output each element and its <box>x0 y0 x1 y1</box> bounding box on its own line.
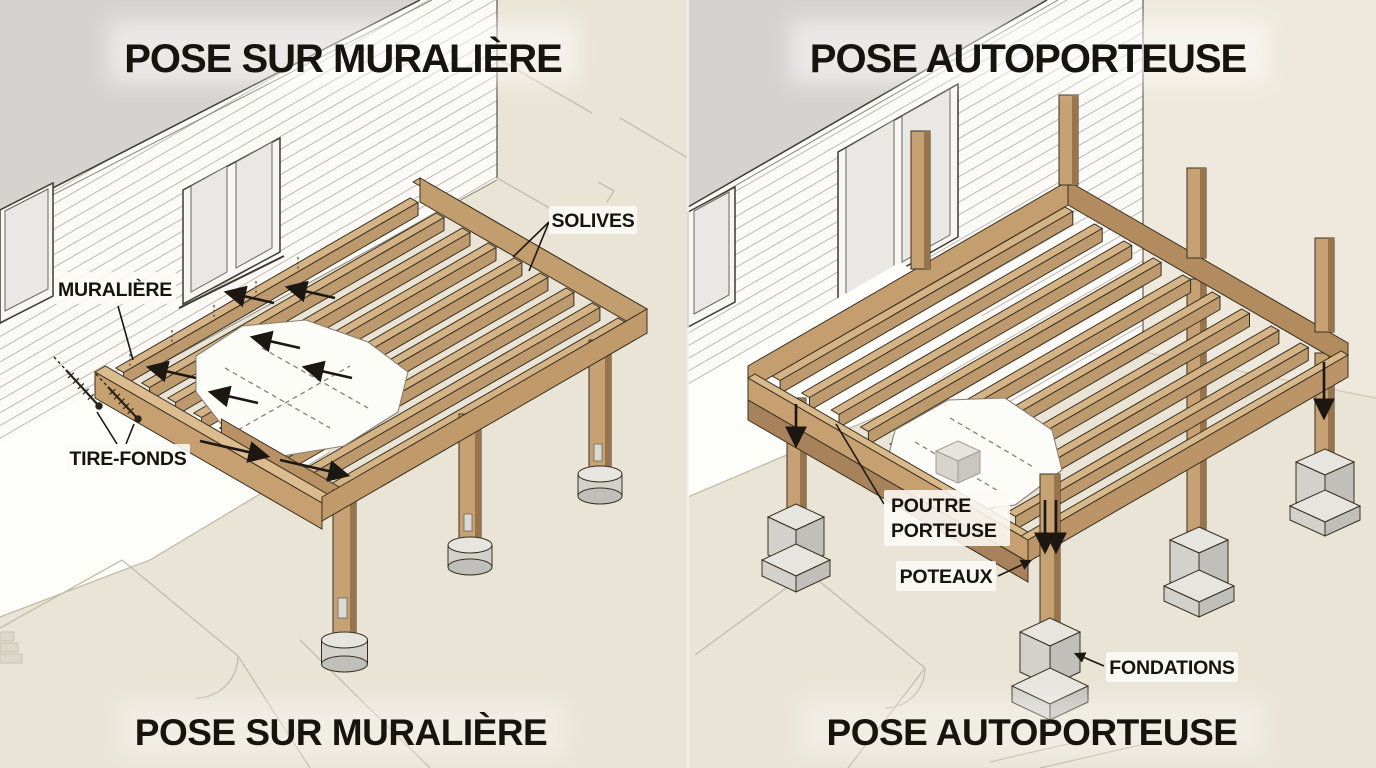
title-scrim <box>120 700 565 758</box>
label-poutre-porteuse-line1: POUTRE <box>891 495 971 517</box>
label-bg <box>66 444 190 472</box>
right-panel-title-bottom: POSE AUTOPORTEUSE <box>827 712 1238 753</box>
railing-post <box>910 130 931 270</box>
label-bg <box>549 206 637 234</box>
left-panel-title-top: POSE SUR MURALIÈRE <box>124 36 562 81</box>
leader-line <box>997 559 1033 577</box>
title-scrim <box>790 20 1268 84</box>
label-muraliere: MURALIÈRE <box>58 278 172 301</box>
lag-screw-icon <box>53 356 103 410</box>
label-bg <box>884 490 1010 546</box>
railing-post <box>1058 94 1079 186</box>
concrete-footing-round <box>577 465 623 505</box>
joist-direction-arrows <box>145 280 353 482</box>
right-panel: POUTRE PORTEUSE POTEAUX FONDATIONS POSE … <box>687 0 1376 768</box>
joist-arrow-icon <box>207 385 259 408</box>
window <box>687 185 736 329</box>
right-deck <box>747 94 1349 721</box>
railing-post <box>1314 237 1335 333</box>
concrete-footing-square <box>760 503 832 593</box>
post-connector <box>337 597 348 619</box>
joist <box>296 302 601 492</box>
right-annotations: POUTRE PORTEUSE POTEAUX FONDATIONS <box>835 423 1238 682</box>
window <box>0 181 54 324</box>
leader-line <box>835 423 885 505</box>
joist-fastener-marks <box>129 257 299 367</box>
leader-line <box>117 305 134 361</box>
rim-board <box>1027 354 1349 563</box>
hidden-pier-ghost <box>934 440 982 484</box>
lag-screw-icon <box>95 373 142 423</box>
label-poteaux: POTEAUX <box>900 566 993 588</box>
concrete-footing-square <box>1162 526 1236 618</box>
label-bg <box>1106 652 1238 682</box>
joist <box>830 240 1133 429</box>
beam-arrow-icon <box>279 458 351 482</box>
left-panel-title-bottom: POSE SUR MURALIÈRE <box>135 712 547 753</box>
joist-arrow-icon <box>249 330 301 353</box>
beam-arrow-icon <box>199 439 271 463</box>
leader-line <box>96 411 118 445</box>
leader-line <box>125 423 135 445</box>
left-annotations: MURALIÈRE TIRE-FONDS SOLIVES <box>54 206 637 472</box>
load-arrows <box>784 362 1336 555</box>
window <box>178 136 285 309</box>
concrete-footing-round <box>447 536 493 576</box>
label-bg <box>54 272 176 304</box>
concrete-footing-round <box>321 631 368 673</box>
label-poutre-porteuse-line2: PORTEUSE <box>891 520 997 542</box>
cutaway-patch <box>195 319 409 457</box>
joist-arrow-icon <box>223 285 275 308</box>
joist <box>800 223 1104 412</box>
leader-line <box>1073 652 1105 667</box>
joist <box>114 197 420 387</box>
joist-arrow-icon <box>301 360 353 383</box>
leader-line <box>512 221 550 258</box>
front-rim-board <box>321 308 648 522</box>
joist-arrow-icon <box>284 280 336 303</box>
concrete-footing-square <box>1288 448 1362 537</box>
label-bg <box>896 561 996 591</box>
post-connector <box>593 443 603 462</box>
left-house <box>0 0 498 453</box>
title-scrim <box>800 698 1265 756</box>
label-tire-fonds: TIRE-FONDS <box>69 448 186 470</box>
left-deck <box>93 177 648 673</box>
label-fondations: FONDATIONS <box>1109 657 1235 679</box>
left-panel: MURALIÈRE TIRE-FONDS SOLIVES POSE SUR MU… <box>0 0 689 768</box>
label-solives: SOLIVES <box>551 210 634 232</box>
joist-arrow-icon <box>145 360 197 383</box>
title-scrim <box>108 20 578 84</box>
leader-line <box>528 221 550 272</box>
lag-screws <box>53 356 142 423</box>
right-panel-title-top: POSE AUTOPORTEUSE <box>810 37 1247 81</box>
deck-post <box>1039 473 1061 629</box>
post-connector <box>463 513 473 532</box>
railing-post <box>1186 167 1207 259</box>
